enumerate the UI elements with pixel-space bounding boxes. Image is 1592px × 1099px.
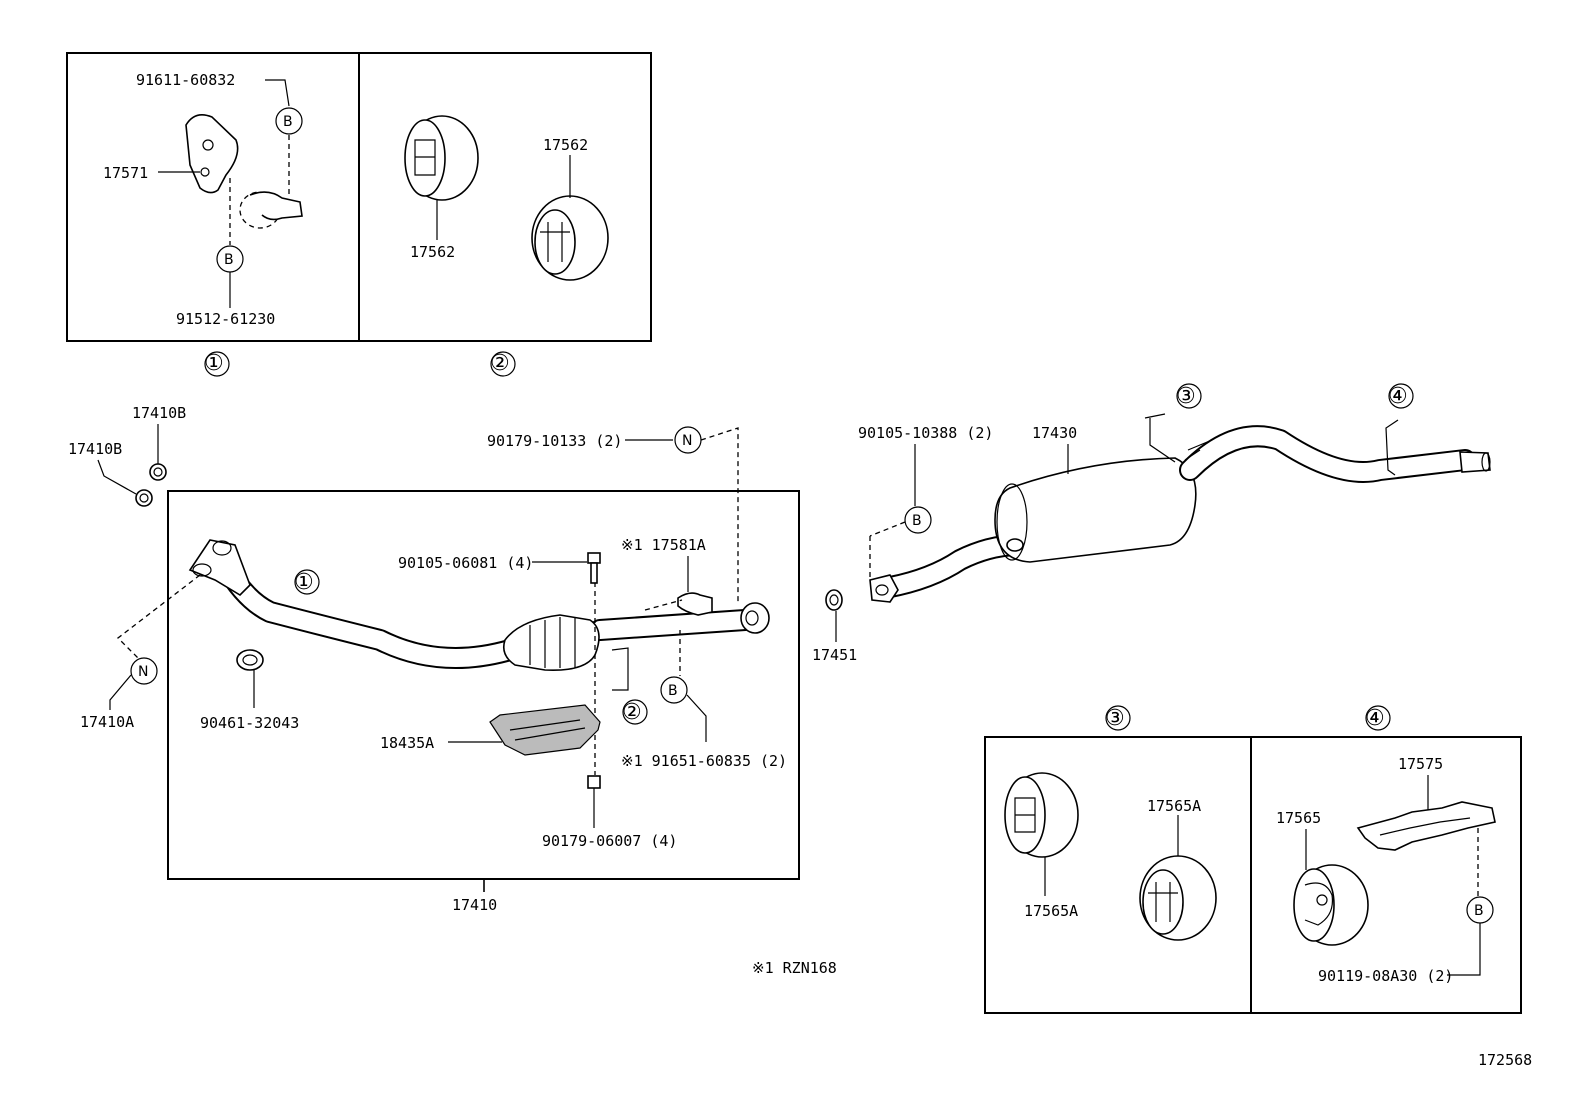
- svg-text:④: ④: [1365, 706, 1385, 731]
- tailpipe-muffler-drawing: [869, 413, 1491, 603]
- section-marker-3: ③: [1105, 705, 1131, 731]
- svg-text:①: ①: [204, 351, 224, 376]
- part-label-17575: 17575: [1398, 755, 1443, 773]
- svg-text:B: B: [668, 683, 678, 699]
- svg-text:B: B: [224, 252, 234, 268]
- hanger-17562-left-drawing: [404, 115, 479, 240]
- part-label-91651-60835: ※1 91651-60835 (2): [621, 752, 787, 770]
- hanger-17565-drawing: [1293, 864, 1369, 946]
- clamp-91512-drawing: [239, 135, 303, 229]
- bracket-17575-drawing: [1356, 801, 1496, 896]
- o2-sensor-17581A-drawing: [644, 592, 713, 616]
- balloon-b-90105-10388: B: [904, 506, 932, 534]
- inset-box-3-4: [984, 736, 1522, 1014]
- hanger-17565A-right-drawing: [1139, 815, 1217, 941]
- part-label-17565: 17565: [1276, 809, 1321, 827]
- svg-text:B: B: [283, 114, 293, 130]
- svg-text:N: N: [682, 433, 692, 449]
- part-label-17410: 17410: [452, 896, 497, 914]
- part-label-17562-right: 17562: [543, 136, 588, 154]
- nut-90179-drawing: [587, 775, 601, 828]
- part-label-17410B-top: 17410B: [132, 404, 186, 422]
- hanger-17565A-left-drawing: [1004, 772, 1079, 896]
- balloon-b-inset1-bottom: B: [216, 245, 244, 273]
- part-label-17565A-right: 17565A: [1147, 797, 1201, 815]
- svg-text:B: B: [912, 513, 922, 529]
- svg-text:B: B: [1474, 903, 1484, 919]
- svg-text:N: N: [138, 664, 148, 680]
- shield-18435A-drawing: [489, 704, 601, 756]
- part-label-91512-61230: 91512-61230: [176, 310, 275, 328]
- part-label-90179-10133: 90179-10133 (2): [487, 432, 622, 450]
- svg-text:②: ②: [490, 351, 510, 376]
- bracket-17571-drawing: [185, 114, 239, 245]
- part-label-90105-10388: 90105-10388 (2): [858, 424, 993, 442]
- svg-text:③: ③: [1176, 384, 1196, 409]
- svg-text:②: ②: [622, 700, 642, 725]
- balloon-n-17410A: N: [130, 657, 158, 685]
- part-label-18435A: 18435A: [380, 734, 434, 752]
- svg-text:①: ①: [294, 570, 314, 595]
- svg-text:③: ③: [1105, 706, 1125, 731]
- part-label-90179-06007: 90179-06007 (4): [542, 832, 677, 850]
- section-marker-4: ④: [1365, 705, 1391, 731]
- balloon-n-90179-10133: N: [674, 426, 702, 454]
- part-label-17571: 17571: [103, 164, 148, 182]
- part-label-17430: 17430: [1032, 424, 1077, 442]
- part-label-90105-06081: 90105-06081 (4): [398, 554, 533, 572]
- part-label-17410A: 17410A: [80, 713, 134, 731]
- part-label-17565A-left: 17565A: [1024, 902, 1078, 920]
- part-label-91611-60832: 91611-60832: [136, 71, 235, 89]
- balloon-b-inset1-top: B: [275, 107, 303, 135]
- part-label-17581A: ※1 17581A: [621, 536, 706, 554]
- section-marker-1-pipe: ①: [294, 569, 320, 595]
- part-label-90119-08A30: 90119-08A30 (2): [1318, 967, 1453, 985]
- balloon-b-91651-60835: B: [660, 676, 688, 704]
- front-pipe-drawing: [188, 539, 770, 775]
- hanger-17562-right-drawing: [531, 155, 609, 281]
- svg-text:④: ④: [1388, 384, 1408, 409]
- section-marker-4-tail: ④: [1388, 383, 1414, 409]
- gasket-17410B-a-drawing: [149, 463, 167, 481]
- part-label-17562-left: 17562: [410, 243, 455, 261]
- gasket-17410B-b-drawing: [135, 489, 153, 507]
- balloon-b-90119-08A30: B: [1466, 896, 1494, 924]
- part-label-17451: 17451: [812, 646, 857, 664]
- part-label-90461-32043: 90461-32043: [200, 714, 299, 732]
- footnote-rzn168: ※1 RZN168: [752, 959, 837, 977]
- illustration-number: 172568: [1478, 1051, 1532, 1069]
- section-marker-2-pipe: ②: [622, 699, 648, 725]
- part-label-17410B-left: 17410B: [68, 440, 122, 458]
- gasket-17451-drawing: [825, 589, 843, 642]
- section-marker-2: ②: [490, 351, 516, 377]
- bolt-90105-drawing: [587, 552, 601, 584]
- section-marker-1: ①: [204, 351, 230, 377]
- inset-box-1-2: [66, 52, 652, 342]
- clamp-90461-drawing: [236, 649, 264, 708]
- main-box-17410: [167, 490, 800, 892]
- section-marker-3-tail: ③: [1176, 383, 1202, 409]
